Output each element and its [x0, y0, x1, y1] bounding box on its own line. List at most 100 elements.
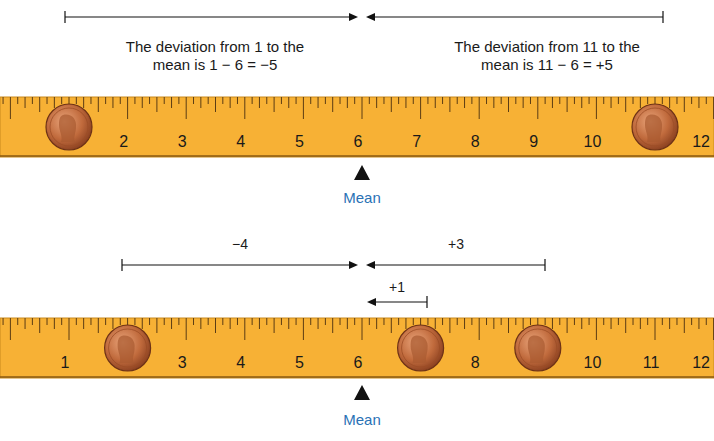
- ruler-tick: [200, 97, 201, 108]
- ruler-tick: [391, 318, 392, 333]
- ruler-tick: [449, 318, 450, 333]
- ruler-tick: [310, 97, 311, 104]
- ruler-number: 5: [295, 353, 304, 372]
- ruler-tick: [706, 318, 707, 325]
- ruler-tick: [362, 97, 363, 119]
- arrow-head: [367, 298, 376, 306]
- penny-profile: [118, 336, 135, 363]
- ruler-tick: [391, 97, 392, 112]
- penny: [105, 325, 151, 371]
- ruler-tick: [457, 318, 458, 325]
- ruler-tick: [523, 318, 524, 329]
- ruler-tick: [208, 318, 209, 325]
- ruler-tick: [523, 97, 524, 108]
- ruler-tick: [10, 318, 11, 340]
- ruler-tick: [435, 97, 436, 108]
- deviation-value: +3: [448, 236, 464, 253]
- ruler-tick: [486, 97, 487, 104]
- ruler-tick: [296, 97, 297, 104]
- ruler-tick: [552, 318, 553, 329]
- ruler-tick: [222, 318, 223, 325]
- deviation-note: The deviation from 11 to the mean is 11 …: [442, 38, 652, 74]
- ruler-tick: [244, 318, 245, 340]
- ruler-tick: [464, 97, 465, 108]
- ruler-tick: [362, 318, 363, 340]
- ruler-tick: [420, 97, 421, 119]
- ruler-tick: [156, 318, 157, 333]
- ruler-tick: [105, 318, 106, 325]
- ruler-number: 8: [471, 353, 480, 372]
- deviation-arrow: [65, 11, 358, 23]
- ruler-tick: [186, 97, 187, 119]
- ruler-tick: [76, 318, 77, 325]
- ruler-tick: [684, 97, 685, 112]
- ruler-tick: [383, 318, 384, 325]
- ruler-tick: [625, 97, 626, 112]
- deviation-arrow: [366, 11, 663, 23]
- ruler-number: 12: [692, 353, 710, 372]
- ruler-tick: [413, 97, 414, 104]
- ruler-tick: [479, 318, 480, 340]
- ruler-number: 6: [354, 132, 363, 151]
- ruler-tick: [47, 97, 48, 104]
- ruler-tick: [442, 97, 443, 104]
- penny: [632, 104, 678, 150]
- ruler-tick: [230, 97, 231, 108]
- arrow-end-bar: [121, 259, 122, 271]
- ruler-tick: [208, 97, 209, 104]
- ruler-tick: [54, 97, 55, 108]
- ruler-tick: [552, 97, 553, 108]
- ruler-tick: [340, 318, 341, 325]
- ruler-tick: [530, 97, 531, 104]
- ruler-tick: [347, 97, 348, 108]
- penny-rim: [109, 329, 147, 367]
- ruler-tick: [501, 318, 502, 325]
- penny-rim: [519, 329, 557, 367]
- ruler-tick: [457, 97, 458, 104]
- ruler-tick: [215, 97, 216, 112]
- ruler-tick: [706, 97, 707, 104]
- ruler-tick: [398, 318, 399, 325]
- ruler-tick: [647, 97, 648, 104]
- ruler-tick: [230, 318, 231, 329]
- deviation-value: +1: [389, 279, 405, 296]
- ruler-tick: [464, 318, 465, 329]
- ruler-tick: [347, 318, 348, 329]
- ruler-tick: [669, 318, 670, 329]
- ruler-tick: [559, 318, 560, 325]
- ruler-number: 3: [178, 132, 187, 151]
- deviation-arrow: [122, 259, 358, 271]
- ruler-tick: [559, 97, 560, 104]
- ruler-tick: [618, 318, 619, 325]
- ruler-tick: [332, 97, 333, 112]
- ruler-tick: [376, 318, 377, 329]
- ruler-tick: [471, 97, 472, 104]
- ruler-tick: [603, 97, 604, 104]
- arrow-head: [366, 13, 375, 21]
- ruler-tick: [567, 97, 568, 112]
- ruler-tick: [508, 97, 509, 112]
- ruler-tick: [589, 97, 590, 104]
- ruler-tick: [325, 97, 326, 104]
- ruler-tick: [676, 318, 677, 325]
- ruler-tick: [39, 318, 40, 333]
- ruler-tick: [112, 97, 113, 108]
- ruler-tick: [47, 318, 48, 325]
- ruler-tick: [171, 318, 172, 329]
- ruler-tick: [369, 318, 370, 325]
- ruler-tick: [545, 97, 546, 104]
- ruler-tick: [149, 318, 150, 325]
- ruler-tick: [149, 97, 150, 104]
- ruler-tick: [427, 318, 428, 325]
- ruler-number: 3: [178, 353, 187, 372]
- ruler-tick: [427, 97, 428, 104]
- ruler-tick: [266, 318, 267, 325]
- ruler: [0, 97, 714, 157]
- ruler-tick: [244, 97, 245, 119]
- ruler-number: 1: [61, 353, 70, 372]
- arrow-shaft: [372, 264, 545, 265]
- ruler-tick: [215, 318, 216, 333]
- ruler-tick: [596, 318, 597, 340]
- ruler-tick: [134, 97, 135, 104]
- ruler-tick: [127, 97, 128, 119]
